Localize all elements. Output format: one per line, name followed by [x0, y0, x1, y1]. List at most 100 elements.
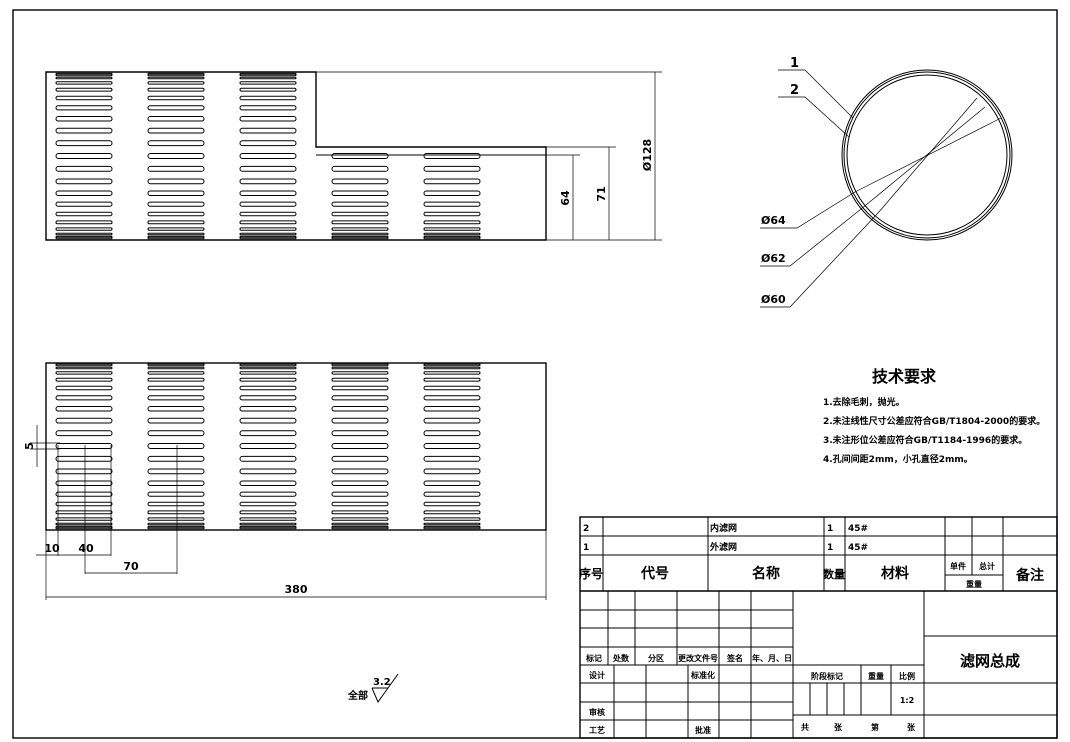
part-no: 1 — [583, 543, 589, 553]
slot-hole — [55, 178, 113, 185]
slot-hole — [239, 443, 297, 449]
slot-hole — [147, 76, 205, 80]
slot-hole — [55, 190, 113, 196]
slot-hole — [147, 87, 205, 92]
technical-requirements: 技术要求 1.去除毛刺，抛光。 2.未注线性尺寸公差应符合GB/T1804-20… — [823, 367, 1045, 465]
slot-hole — [55, 211, 113, 217]
slot-hole — [239, 81, 297, 85]
slot-hole — [239, 430, 297, 437]
slot-hole — [423, 190, 481, 196]
sheets-label: 张 — [834, 723, 843, 732]
design-label: 设计 — [589, 670, 605, 680]
title-block-grid — [580, 517, 1057, 738]
rev-header: 处数 — [612, 653, 630, 663]
slot-hole — [147, 417, 205, 424]
header-qty: 数量 — [823, 567, 845, 581]
slot-hole — [55, 406, 113, 412]
slot-hole — [147, 105, 205, 111]
slot-hole — [55, 480, 113, 486]
dim-line-60-dia — [877, 97, 978, 214]
stage-label: 阶段标记 — [811, 671, 843, 681]
slot-hole — [147, 522, 205, 526]
dia-60: Ø60 — [761, 293, 786, 306]
slot-hole — [239, 73, 297, 77]
dim-40: 40 — [78, 542, 94, 555]
leader-62 — [760, 204, 867, 267]
slot-hole — [239, 116, 297, 122]
slot-hole — [239, 211, 297, 217]
dia-64: Ø64 — [761, 214, 786, 227]
slot-hole — [55, 522, 113, 526]
slot-hole — [147, 73, 205, 77]
balloon-leader-1 — [778, 69, 854, 119]
slot-hole — [55, 81, 113, 85]
slot-hole — [147, 236, 205, 240]
header-unit: 单件 — [950, 561, 966, 571]
slot-hole — [55, 165, 113, 172]
front-view-slots — [55, 362, 481, 530]
slot-hole — [423, 395, 481, 401]
slot-hole — [423, 443, 481, 449]
slot-hole — [423, 377, 481, 382]
approve-label: 批准 — [695, 725, 711, 735]
slot-hole — [147, 165, 205, 172]
slot-hole — [147, 501, 205, 507]
slot-hole — [423, 522, 481, 526]
roughness-label: 全部 — [347, 689, 368, 702]
slot-hole — [239, 201, 297, 207]
slot-hole — [55, 517, 113, 521]
slot-hole — [55, 236, 113, 240]
front-view-outline — [45, 362, 547, 531]
slot-hole — [55, 153, 113, 159]
slot-hole — [331, 468, 389, 475]
slot-hole — [239, 190, 297, 196]
balloon-2: 2 — [790, 83, 799, 98]
slot-hole — [331, 371, 389, 375]
header-material: 材料 — [881, 565, 909, 582]
title-block: 2 内滤网 1 45# 1 外滤网 1 45# 序号 代号 名称 数量 材料 单… — [579, 516, 1058, 739]
slot-hole — [331, 366, 389, 370]
slot-hole — [147, 517, 205, 521]
slot-hole — [147, 430, 205, 437]
rev-header: 年、月、日 — [752, 653, 792, 663]
slot-hole — [55, 430, 113, 437]
slot-hole — [423, 363, 481, 367]
slot-hole — [423, 510, 481, 515]
slot-hole — [55, 510, 113, 515]
slot-hole — [331, 377, 389, 382]
tech-req-item: 4.孔间间距2mm，小孔直径2mm。 — [823, 453, 973, 465]
slot-hole — [331, 201, 389, 207]
slot-hole — [55, 227, 113, 231]
slot-hole — [239, 363, 297, 367]
slot-hole — [147, 95, 205, 101]
dim-128: Ø128 — [641, 139, 654, 171]
header-no: 序号 — [579, 566, 603, 581]
weight-label: 重量 — [868, 671, 884, 681]
slot-hole — [147, 220, 205, 225]
slot-hole — [423, 517, 481, 521]
balloon-1: 1 — [790, 56, 799, 71]
front-view: 380 10 40 70 5 — [23, 362, 547, 600]
slot-hole — [147, 377, 205, 382]
slot-hole — [423, 165, 481, 172]
slot-hole — [147, 81, 205, 85]
tech-req-item: 2.未注线性尺寸公差应符合GB/T1804-2000的要求。 — [823, 415, 1045, 427]
slot-hole — [239, 178, 297, 185]
slot-hole — [423, 468, 481, 475]
slot-hole — [331, 417, 389, 424]
slot-hole — [147, 153, 205, 159]
part-qty: 1 — [827, 543, 833, 553]
tech-req-item: 1.去除毛刺，抛光。 — [823, 396, 905, 408]
slot-hole — [147, 395, 205, 401]
slot-hole — [423, 501, 481, 507]
slot-hole — [55, 385, 113, 391]
slot-hole — [239, 371, 297, 375]
slot-hole — [55, 443, 113, 449]
slot-hole — [239, 220, 297, 225]
scale-value: 1:2 — [900, 696, 914, 705]
slot-hole — [331, 491, 389, 497]
sheets-label: 张 — [907, 723, 916, 732]
slot-hole — [55, 501, 113, 507]
slot-hole — [147, 363, 205, 367]
slot-hole — [423, 366, 481, 370]
